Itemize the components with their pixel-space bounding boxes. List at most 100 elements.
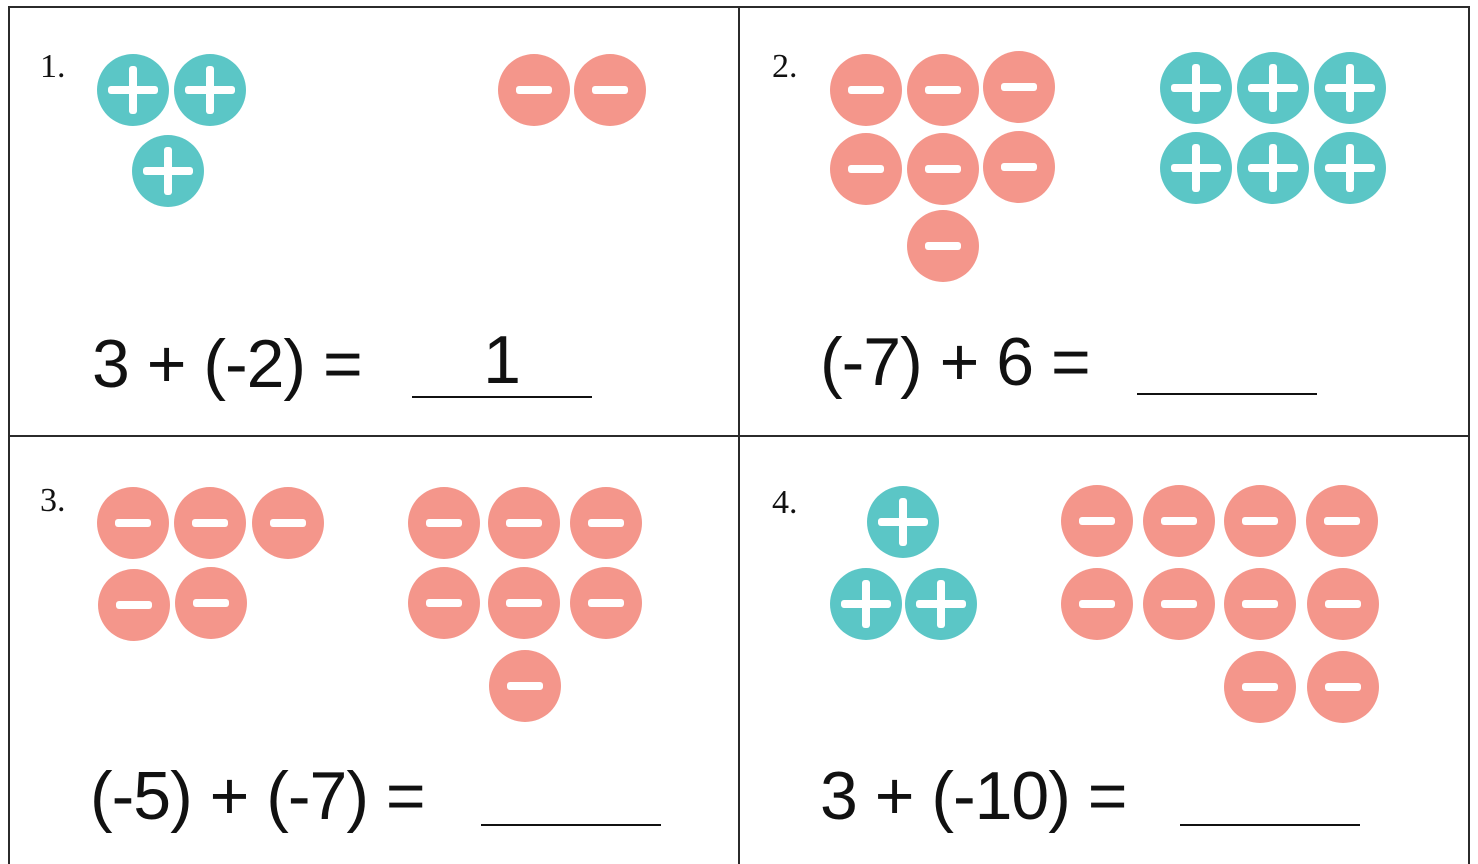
minus-chip-icon[interactable] bbox=[488, 567, 560, 639]
chip-bar-horizontal bbox=[1161, 517, 1197, 525]
plus-chip-icon[interactable] bbox=[905, 568, 977, 640]
chip-bar-horizontal bbox=[1324, 517, 1360, 525]
equation: (-5) + (-7) = bbox=[90, 758, 426, 834]
minus-chip-icon[interactable] bbox=[907, 210, 979, 282]
chip-bar-horizontal bbox=[1079, 600, 1115, 608]
minus-chip-icon[interactable] bbox=[983, 51, 1055, 123]
minus-chip-icon[interactable] bbox=[1307, 568, 1379, 640]
chip-bar-horizontal bbox=[116, 601, 152, 609]
chip-bar-horizontal bbox=[192, 519, 228, 527]
chip-bar-horizontal bbox=[1242, 517, 1278, 525]
plus-chip-icon[interactable] bbox=[97, 54, 169, 126]
chip-bar-horizontal bbox=[193, 599, 229, 607]
plus-chip-icon[interactable] bbox=[132, 135, 204, 207]
minus-chip-icon[interactable] bbox=[830, 133, 902, 205]
chip-bar-horizontal bbox=[925, 242, 961, 250]
minus-chip-icon[interactable] bbox=[1061, 485, 1133, 557]
chip-bar-horizontal bbox=[270, 519, 306, 527]
equation: 3 + (-2) = bbox=[92, 326, 363, 402]
plus-chip-icon[interactable] bbox=[867, 486, 939, 558]
equation: 3 + (-10) = bbox=[820, 758, 1127, 834]
chip-bar-vertical bbox=[1346, 64, 1354, 112]
chip-bar-vertical bbox=[937, 580, 945, 628]
minus-chip-icon[interactable] bbox=[1307, 651, 1379, 723]
plus-chip-icon[interactable] bbox=[1314, 52, 1386, 124]
answer-blank[interactable] bbox=[1137, 393, 1317, 395]
minus-chip-icon[interactable] bbox=[408, 487, 480, 559]
chip-bar-horizontal bbox=[1242, 600, 1278, 608]
chip-bar-vertical bbox=[129, 66, 137, 114]
chip-bar-horizontal bbox=[1325, 683, 1361, 691]
minus-chip-icon[interactable] bbox=[570, 567, 642, 639]
problem-number: 2. bbox=[772, 48, 798, 85]
minus-chip-icon[interactable] bbox=[574, 54, 646, 126]
chip-bar-vertical bbox=[1269, 144, 1277, 192]
chip-bar-horizontal bbox=[516, 86, 552, 94]
plus-chip-icon[interactable] bbox=[1237, 52, 1309, 124]
plus-chip-icon[interactable] bbox=[1160, 132, 1232, 204]
answer-blank[interactable] bbox=[412, 396, 592, 398]
chip-bar-horizontal bbox=[592, 86, 628, 94]
minus-chip-icon[interactable] bbox=[174, 487, 246, 559]
plus-chip-icon[interactable] bbox=[1314, 132, 1386, 204]
minus-chip-icon[interactable] bbox=[98, 569, 170, 641]
minus-chip-icon[interactable] bbox=[1224, 651, 1296, 723]
chip-bar-vertical bbox=[862, 580, 870, 628]
minus-chip-icon[interactable] bbox=[830, 54, 902, 126]
chip-bar-horizontal bbox=[588, 519, 624, 527]
chip-bar-horizontal bbox=[588, 599, 624, 607]
chip-bar-horizontal bbox=[1001, 83, 1037, 91]
plus-chip-icon[interactable] bbox=[1237, 132, 1309, 204]
chip-bar-horizontal bbox=[506, 519, 542, 527]
minus-chip-icon[interactable] bbox=[907, 133, 979, 205]
answer-blank[interactable] bbox=[481, 824, 661, 826]
minus-chip-icon[interactable] bbox=[408, 567, 480, 639]
chip-bar-vertical bbox=[206, 66, 214, 114]
chip-bar-horizontal bbox=[1242, 683, 1278, 691]
minus-chip-icon[interactable] bbox=[175, 567, 247, 639]
chip-bar-horizontal bbox=[507, 682, 543, 690]
answer-blank[interactable] bbox=[1180, 824, 1360, 826]
chip-bar-horizontal bbox=[1079, 517, 1115, 525]
plus-chip-icon[interactable] bbox=[830, 568, 902, 640]
chip-bar-vertical bbox=[164, 147, 172, 195]
minus-chip-icon[interactable] bbox=[498, 54, 570, 126]
chip-bar-horizontal bbox=[925, 165, 961, 173]
minus-chip-icon[interactable] bbox=[1224, 568, 1296, 640]
chip-bar-horizontal bbox=[1001, 163, 1037, 171]
plus-chip-icon[interactable] bbox=[1160, 52, 1232, 124]
chip-bar-horizontal bbox=[1325, 600, 1361, 608]
chip-bar-horizontal bbox=[426, 519, 462, 527]
minus-chip-icon[interactable] bbox=[1061, 568, 1133, 640]
minus-chip-icon[interactable] bbox=[1224, 485, 1296, 557]
chip-bar-horizontal bbox=[925, 86, 961, 94]
chip-bar-horizontal bbox=[848, 86, 884, 94]
chip-bar-horizontal bbox=[848, 165, 884, 173]
chip-bar-horizontal bbox=[506, 599, 542, 607]
chip-bar-vertical bbox=[1192, 64, 1200, 112]
minus-chip-icon[interactable] bbox=[1306, 485, 1378, 557]
problem-number: 4. bbox=[772, 484, 798, 521]
minus-chip-icon[interactable] bbox=[488, 487, 560, 559]
answer-value: 1 bbox=[483, 322, 521, 398]
problem-number: 1. bbox=[40, 48, 66, 85]
minus-chip-icon[interactable] bbox=[1143, 485, 1215, 557]
chip-bar-horizontal bbox=[115, 519, 151, 527]
chip-bar-horizontal bbox=[1161, 600, 1197, 608]
plus-chip-icon[interactable] bbox=[174, 54, 246, 126]
chip-bar-vertical bbox=[1192, 144, 1200, 192]
problem-number: 3. bbox=[40, 482, 66, 519]
minus-chip-icon[interactable] bbox=[907, 54, 979, 126]
minus-chip-icon[interactable] bbox=[489, 650, 561, 722]
chip-bar-vertical bbox=[1346, 144, 1354, 192]
minus-chip-icon[interactable] bbox=[97, 487, 169, 559]
minus-chip-icon[interactable] bbox=[1143, 568, 1215, 640]
chip-bar-vertical bbox=[899, 498, 907, 546]
chip-bar-horizontal bbox=[426, 599, 462, 607]
minus-chip-icon[interactable] bbox=[252, 487, 324, 559]
chip-bar-vertical bbox=[1269, 64, 1277, 112]
minus-chip-icon[interactable] bbox=[983, 131, 1055, 203]
equation: (-7) + 6 = bbox=[820, 324, 1091, 400]
horizontal-divider bbox=[8, 435, 1470, 437]
minus-chip-icon[interactable] bbox=[570, 487, 642, 559]
